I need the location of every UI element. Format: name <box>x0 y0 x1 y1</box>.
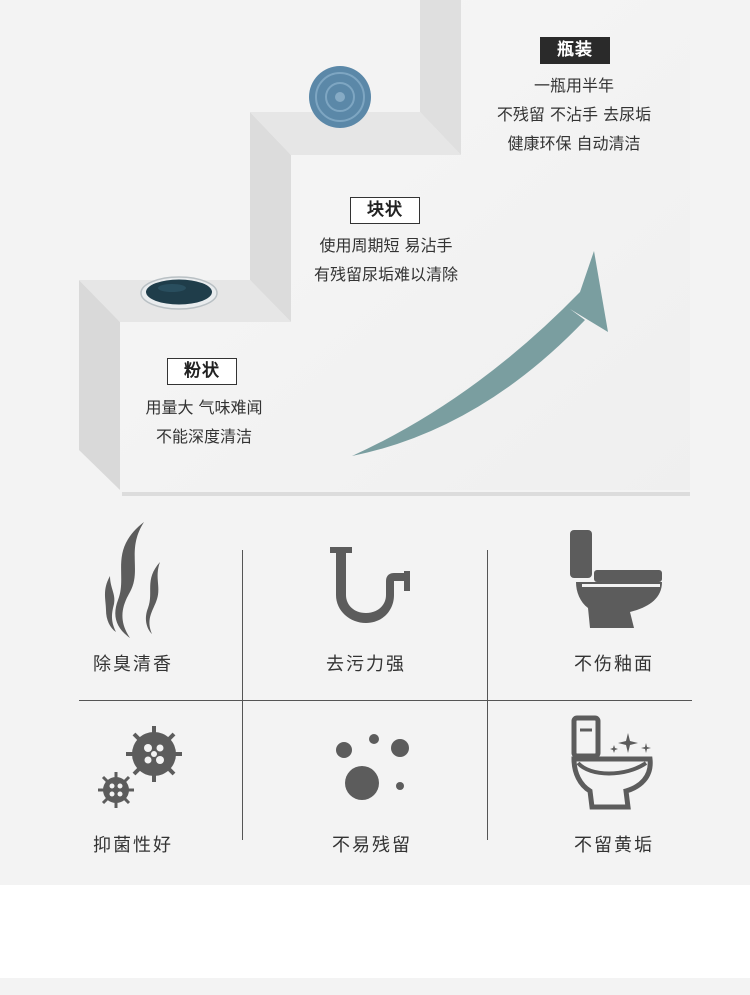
grid-line-v2-bottom <box>487 700 488 840</box>
feature-label-glaze-safe: 不伤釉面 <box>574 654 654 675</box>
feature-label-no-residue: 不易残留 <box>332 835 412 856</box>
stairs-front <box>120 0 690 490</box>
step1-label: 粉状 <box>167 358 237 385</box>
step3-side <box>420 0 461 155</box>
clean-toilet-sparkle-icon <box>571 715 653 810</box>
feature-label-antibacterial: 抑菌性好 <box>93 835 173 856</box>
odor-waves-icon <box>105 522 160 638</box>
toilet-icon <box>570 530 662 628</box>
step2-line1: 使用周期短 易沾手 <box>319 236 453 255</box>
grid-line-h <box>79 700 692 701</box>
bottom-band <box>0 978 750 995</box>
step3-desc: 一瓶用半年 不残留 不沾手 去尿垢 健康环保 自动清洁 <box>478 71 670 158</box>
step3-line1: 一瓶用半年 <box>533 76 614 95</box>
step3-label: 瓶装 <box>540 37 610 64</box>
step2-top <box>250 112 461 155</box>
step3-line3: 健康环保 自动清洁 <box>507 134 641 153</box>
feature-label-decontaminate: 去污力强 <box>326 654 406 675</box>
step1-line1: 用量大 气味难闻 <box>145 398 263 417</box>
step1-desc: 用量大 气味难闻 不能深度清洁 <box>112 393 296 451</box>
step2-label: 块状 <box>350 197 420 224</box>
step1-line2: 不能深度清洁 <box>155 427 252 446</box>
grid-line-v2-top <box>487 550 488 700</box>
step3-line2: 不残留 不沾手 去尿垢 <box>496 105 652 124</box>
feature-label-deodorize: 除臭清香 <box>93 654 173 675</box>
bubbles-icon <box>336 734 409 800</box>
step2-line2: 有残留尿垢难以清除 <box>313 265 458 284</box>
feature-label-no-yellow-stain: 不留黄垢 <box>574 835 654 856</box>
step1-side <box>79 280 120 490</box>
drain-pipe-icon <box>330 547 410 623</box>
staircase-illustration <box>79 0 690 496</box>
germ-icon <box>98 726 182 808</box>
grid-line-v1-bottom <box>242 700 243 840</box>
step2-desc: 使用周期短 易沾手 有残留尿垢难以清除 <box>294 231 478 289</box>
grid-line-v1-top <box>242 550 243 700</box>
step2-side <box>250 112 291 322</box>
